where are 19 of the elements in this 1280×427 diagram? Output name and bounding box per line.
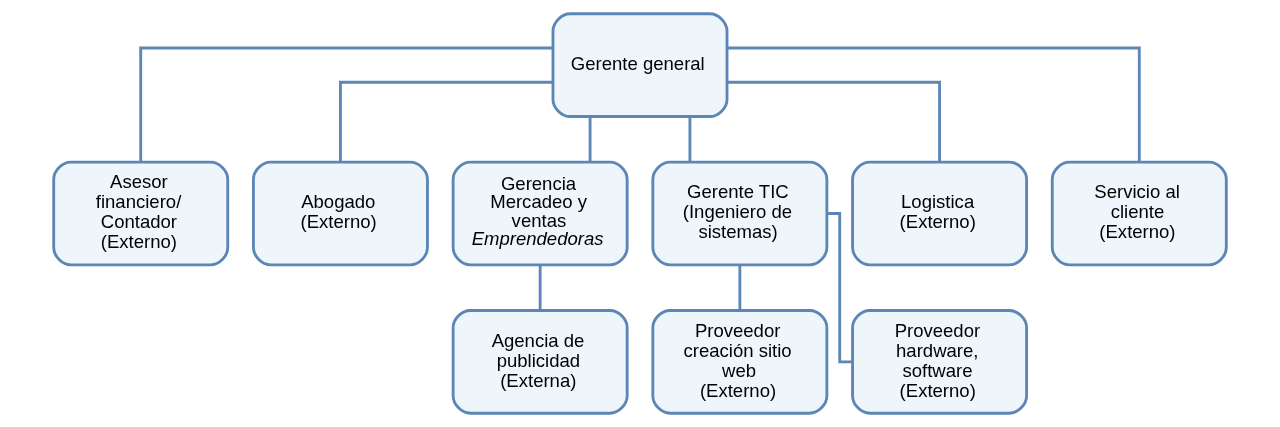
node-box: Proveedor creación sitio web (Externo): [651, 309, 829, 415]
node-box: Logistica (Externo): [851, 160, 1028, 267]
node-box: Proveedor hardware, software (Externo): [851, 309, 1028, 415]
connector: [738, 264, 742, 311]
connector: [538, 264, 542, 311]
connector: [688, 116, 692, 163]
connector: [827, 212, 853, 364]
connector: [727, 46, 1141, 163]
node-box: Gerencia Mercadeo y ventas Emprendedoras: [451, 160, 629, 267]
node-box: Agencia de publicidad (Externa): [451, 309, 629, 415]
node-box: Asesor financiero/ Contador (Externo): [52, 160, 230, 267]
connector: [588, 116, 592, 163]
connector: [339, 80, 553, 162]
node-box: Abogado (Externo): [252, 160, 429, 267]
node-box: Gerente TIC (Ingeniero de sistemas): [651, 160, 829, 267]
connector: [139, 46, 553, 163]
connector: [727, 80, 941, 162]
node-box: Gerente general: [551, 12, 729, 118]
node-box: Servicio al cliente (Externo): [1050, 160, 1228, 267]
